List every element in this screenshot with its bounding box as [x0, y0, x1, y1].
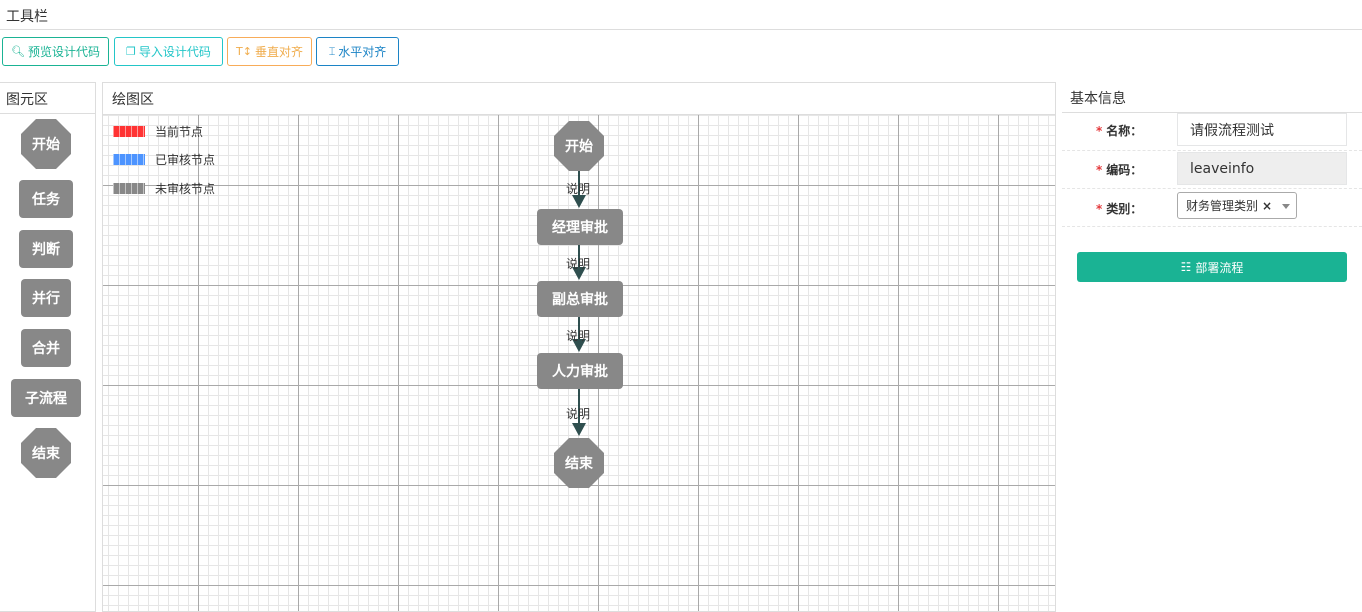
drawing-canvas[interactable]: 绘图区 当前节点 已审核节点 未审核节点 开始 经理审批 副总审批 人力审批 结…: [102, 82, 1056, 612]
flow-node-manager-approval[interactable]: 经理审批: [537, 209, 623, 245]
form-row-type: *类别： 财务管理类别 ×: [1062, 189, 1362, 227]
flow-node-start[interactable]: 开始: [554, 121, 604, 171]
form-row-code: *编码： leaveinfo: [1062, 151, 1362, 189]
clear-icon[interactable]: ×: [1262, 198, 1273, 213]
toolbar-header: 工具栏: [0, 0, 1362, 30]
legend-swatch-red: [113, 126, 145, 137]
divider: [0, 113, 96, 114]
toolbar-title: 工具栏: [6, 9, 48, 25]
horizontal-align-icon: ⌶: [328, 44, 336, 58]
flow-edge[interactable]: [578, 245, 580, 269]
import-code-button[interactable]: ❐ 导入设计代码: [114, 37, 223, 66]
code-label: *编码：: [1096, 163, 1143, 177]
vertical-align-button[interactable]: T↕ 垂直对齐: [227, 37, 312, 66]
search-icon: 🔍︎: [11, 45, 25, 58]
palette-decision-node[interactable]: 判断: [19, 230, 73, 268]
palette-panel: 图元区 开始 任务 判断 并行 合并 子流程 结束: [0, 82, 96, 612]
horizontal-align-button[interactable]: ⌶ 水平对齐: [316, 37, 399, 66]
canvas-grid[interactable]: 当前节点 已审核节点 未审核节点 开始 经理审批 副总审批 人力审批 结束 说明…: [103, 114, 1055, 611]
flow-node-hr-approval[interactable]: 人力审批: [537, 353, 623, 389]
preview-code-button[interactable]: 🔍︎ 预览设计代码: [2, 37, 109, 66]
legend-current-node: 当前节点: [113, 123, 203, 140]
palette-start-node[interactable]: 开始: [21, 119, 71, 169]
name-label: *名称：: [1096, 124, 1143, 138]
flow-edge[interactable]: [578, 171, 580, 197]
form-row-name: *名称： 请假流程测试: [1062, 113, 1362, 151]
palette-end-node[interactable]: 结束: [21, 428, 71, 478]
edge-label[interactable]: 说明: [566, 182, 591, 196]
type-label: *类别：: [1096, 202, 1143, 216]
flow-node-end[interactable]: 结束: [554, 438, 604, 488]
divider: [1062, 112, 1362, 113]
canvas-title: 绘图区: [112, 92, 154, 108]
name-input[interactable]: 请假流程测试: [1177, 113, 1347, 146]
code-input[interactable]: leaveinfo: [1177, 152, 1347, 185]
legend-pending-node: 未审核节点: [113, 180, 215, 197]
sitemap-icon: ☷: [1180, 260, 1192, 274]
legend-swatch-gray: [113, 183, 145, 194]
palette-merge-node[interactable]: 合并: [21, 329, 71, 367]
flow-node-vp-approval[interactable]: 副总审批: [537, 281, 623, 317]
flow-edge[interactable]: [578, 389, 580, 425]
info-title: 基本信息: [1070, 91, 1126, 107]
legend-swatch-blue: [113, 154, 145, 165]
palette-title: 图元区: [6, 92, 48, 108]
palette-parallel-node[interactable]: 并行: [21, 279, 71, 317]
legend-approved-node: 已审核节点: [113, 151, 215, 168]
basic-info-panel: 基本信息 *名称： 请假流程测试 *编码： leaveinfo *类别： 财务管…: [1062, 82, 1362, 609]
arrow-head-icon: [572, 423, 586, 436]
copy-icon: ❐: [126, 45, 136, 58]
edge-label[interactable]: 说明: [566, 257, 591, 271]
arrow-head-icon: [572, 339, 586, 352]
type-select[interactable]: 财务管理类别 ×: [1177, 192, 1297, 219]
flow-edge[interactable]: [578, 317, 580, 341]
edge-label[interactable]: 说明: [566, 407, 591, 421]
arrow-head-icon: [572, 195, 586, 208]
palette-subprocess-node[interactable]: 子流程: [11, 379, 81, 417]
arrow-head-icon: [572, 267, 586, 280]
chevron-down-icon: [1282, 204, 1290, 209]
edge-label[interactable]: 说明: [566, 329, 591, 343]
deploy-process-button[interactable]: ☷ 部署流程: [1077, 252, 1347, 282]
palette-task-node[interactable]: 任务: [19, 180, 73, 218]
vertical-align-icon: T↕: [236, 45, 252, 58]
